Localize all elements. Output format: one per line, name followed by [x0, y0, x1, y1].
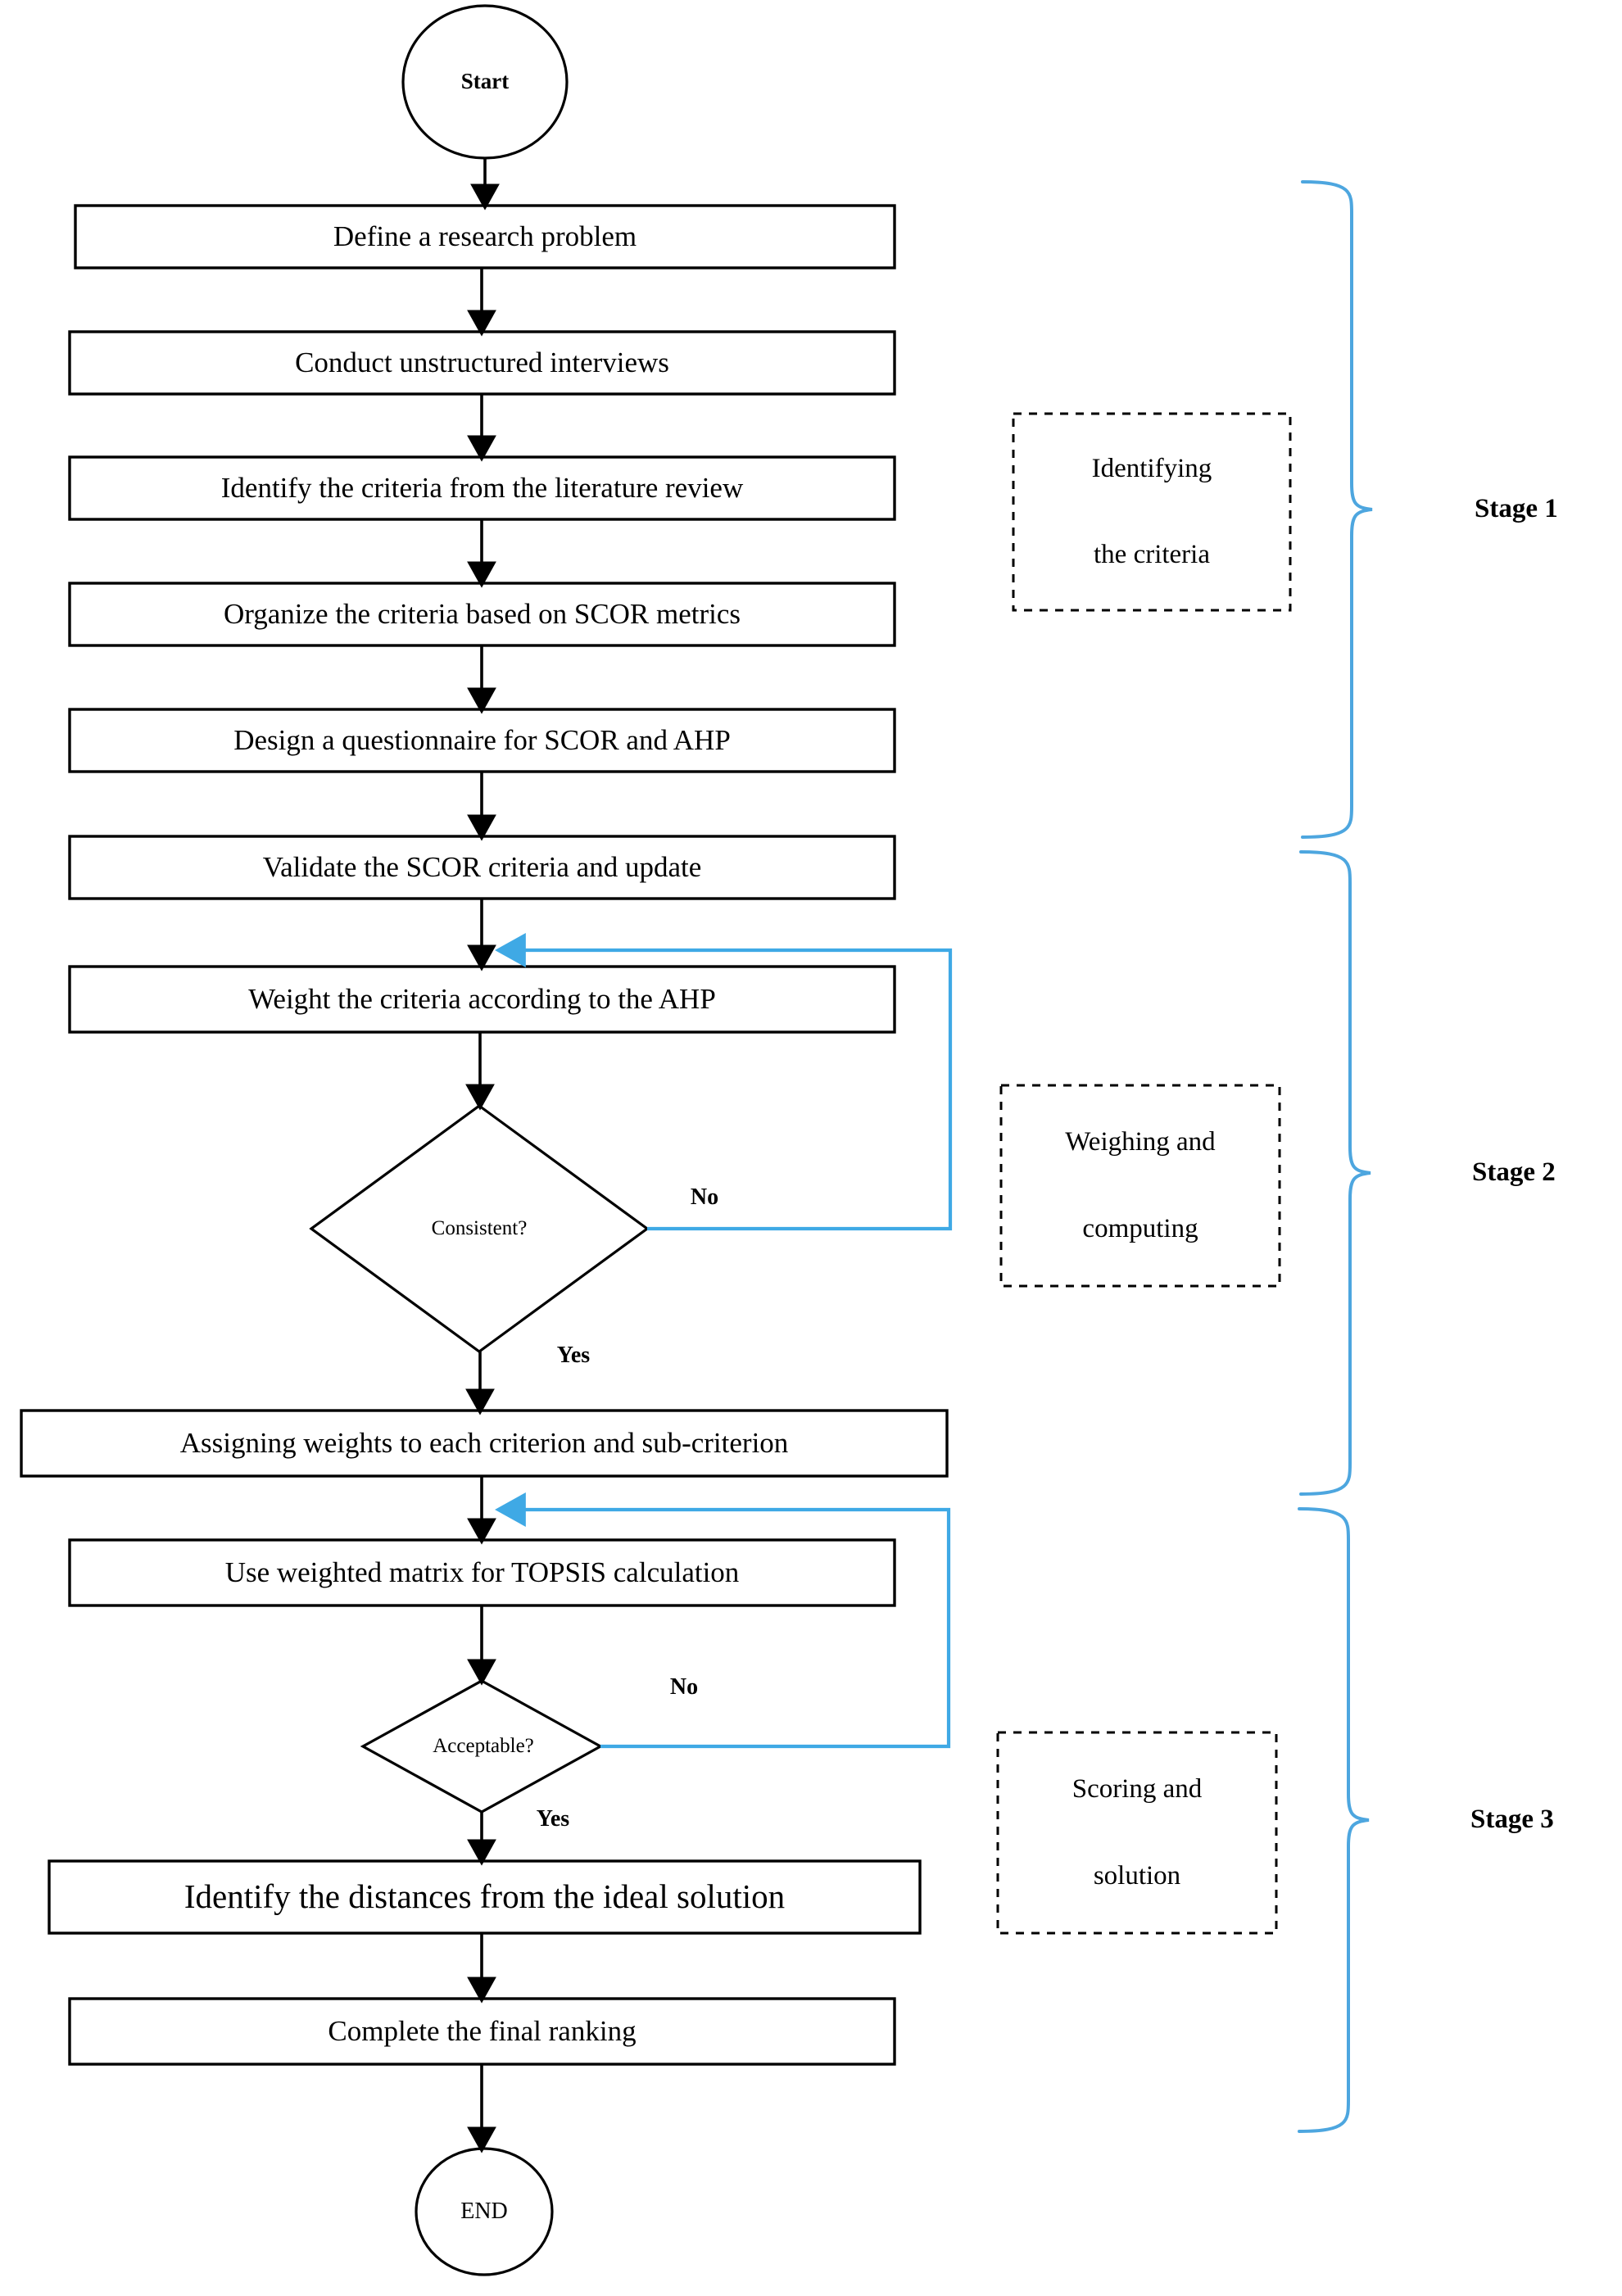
stage-box-2-content: Weighing and computing: [1001, 1099, 1280, 1273]
brace-stage-2: [1299, 850, 1371, 1496]
brace-stage-1: [1301, 180, 1373, 839]
stage-box-1-line-2: the criteria: [1094, 539, 1210, 569]
stage-box-2: [999, 1084, 1281, 1288]
feedback-loop-acceptable: [495, 1492, 951, 1749]
stage-box-2-line-2: computing: [1082, 1214, 1198, 1244]
process-box-identify-criteria: [68, 455, 896, 521]
start-terminator: [401, 4, 569, 160]
decision-diamond-consistent: [309, 1104, 650, 1353]
process-box-questionnaire: [68, 708, 896, 773]
process-box-validate: [68, 835, 896, 900]
decision-diamond-acceptable: [360, 1679, 604, 1814]
stage-braces: [1298, 180, 1373, 2133]
process-box-distances: [48, 1859, 922, 1935]
stage-box-1: [1012, 412, 1292, 612]
process-box-ranking: [68, 1997, 896, 2066]
process-box-define: [74, 204, 896, 269]
stage-title-2: Stage 2: [1472, 1157, 1556, 1187]
stage-box-3-line-1: Scoring and: [1072, 1774, 1203, 1805]
stage-box-2-line-1: Weighing and: [1065, 1127, 1216, 1157]
feedback-loop-consistent: [495, 933, 953, 1231]
flow-connectors: [465, 158, 500, 2153]
brace-stage-3: [1298, 1507, 1370, 2133]
process-box-interviews: [68, 330, 896, 396]
process-box-weight-ahp: [68, 965, 896, 1034]
stage-title-3: Stage 3: [1470, 1805, 1554, 1834]
stage-box-3: [996, 1731, 1278, 1935]
process-box-topsis: [68, 1538, 896, 1607]
end-terminator: [415, 2147, 554, 2276]
stage-box-3-content: Scoring and solution: [998, 1746, 1276, 1920]
stage-box-1-line-1: Identifying: [1091, 453, 1212, 483]
stage-title-1: Stage 1: [1475, 494, 1558, 523]
stage-box-3-line-2: solution: [1093, 1861, 1181, 1891]
stage-box-1-content: Identifying the criteria: [1013, 426, 1290, 598]
process-box-organize: [68, 582, 896, 647]
process-box-assign-weights: [20, 1409, 949, 1478]
